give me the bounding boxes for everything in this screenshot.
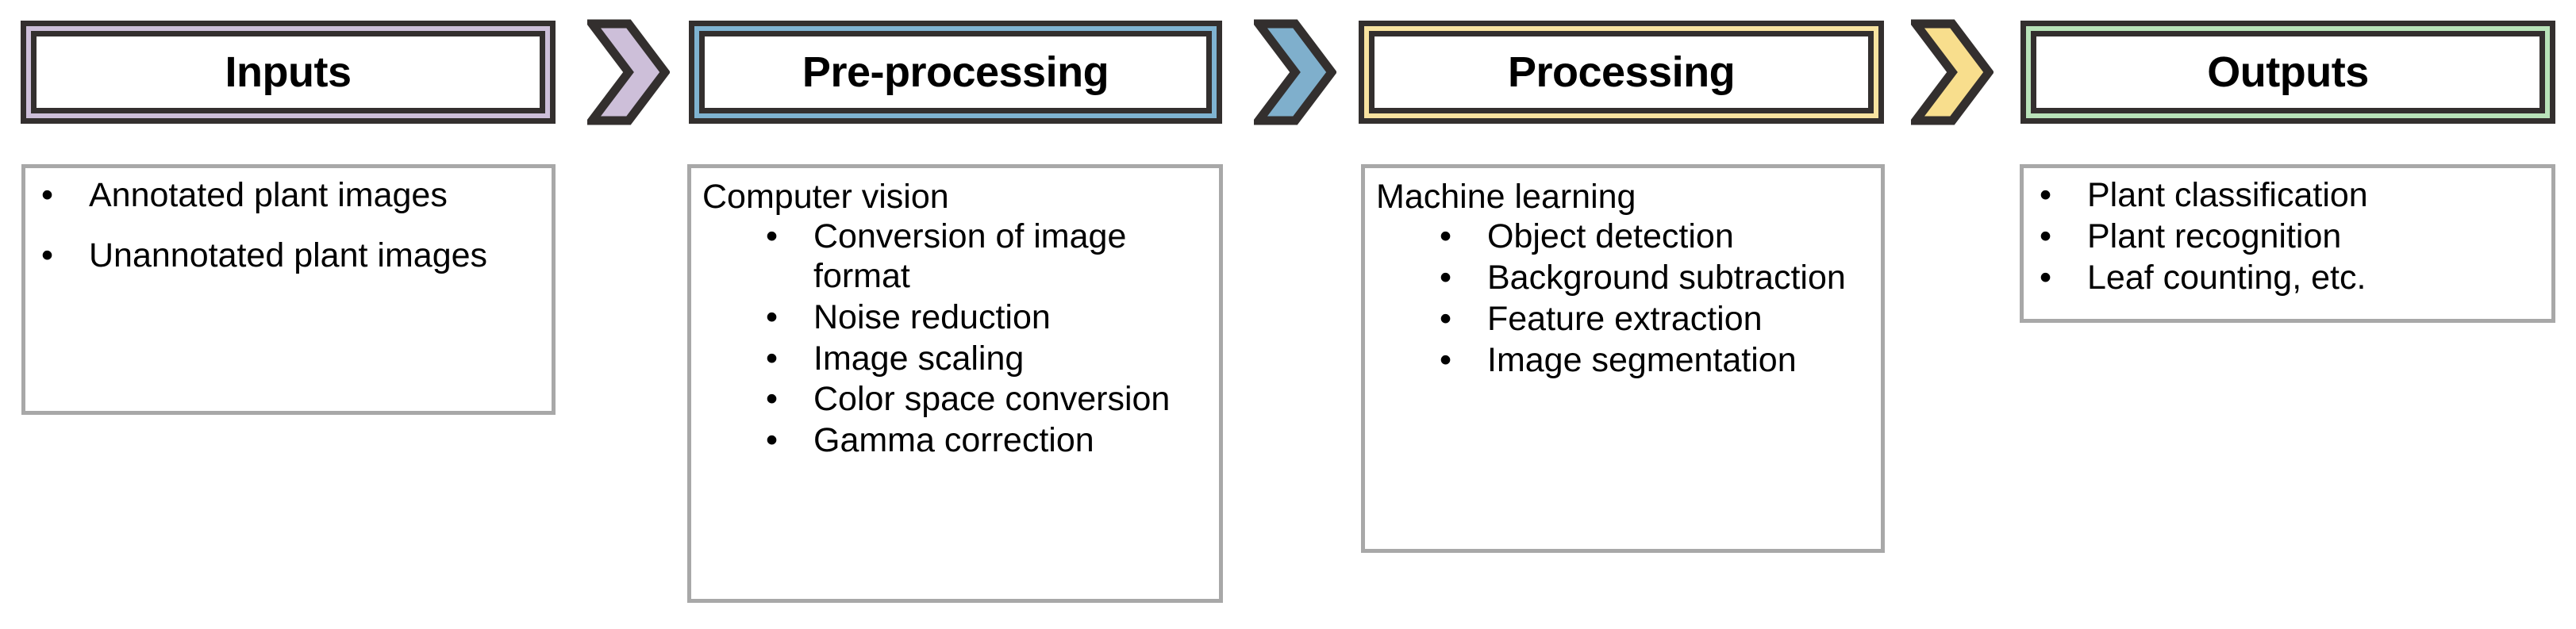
- bullet-list-pre-processing: • Conversion of image format • Noise red…: [761, 217, 1209, 461]
- bullet-list-outputs: • Plant classification • Plant recogniti…: [2035, 176, 2542, 298]
- list-item-label: Feature extraction: [1487, 299, 1763, 338]
- stage-header-accent-band-processing: Processing: [1364, 26, 1878, 118]
- list-item: • Plant classification: [2035, 176, 2542, 216]
- list-item: • Leaf counting, etc.: [2035, 259, 2542, 298]
- list-item-label: Color space conversion: [813, 380, 1171, 419]
- list-item: • Conversion of image format: [761, 217, 1209, 297]
- bullet-icon: •: [2040, 217, 2052, 255]
- arrow-processing-to-outputs: [1911, 19, 1994, 125]
- bullet-icon: •: [41, 236, 54, 274]
- list-item-label: Leaf counting, etc.: [2087, 258, 2366, 297]
- bullet-icon: •: [1440, 299, 1452, 338]
- bullet-icon: •: [1440, 258, 1452, 297]
- content-box-inputs: • Annotated plant images • Unannotated p…: [21, 164, 556, 415]
- list-item-label: Background subtraction: [1487, 258, 1846, 297]
- list-item: • Annotated plant images: [37, 176, 542, 216]
- bullet-icon: •: [2040, 258, 2052, 297]
- stage-title-pre-processing: Pre-processing: [802, 48, 1109, 96]
- stage-title-processing: Processing: [1507, 48, 1736, 96]
- bullet-icon: •: [766, 297, 779, 336]
- list-item-label: Gamma correction: [813, 421, 1094, 460]
- stage-title-outputs: Outputs: [2207, 48, 2369, 96]
- stage-title-inputs: Inputs: [225, 48, 352, 96]
- list-item: • Noise reduction: [761, 298, 1209, 338]
- list-item-label: Object detection: [1487, 217, 1734, 255]
- content-box-outputs: • Plant classification • Plant recogniti…: [2020, 164, 2555, 323]
- stage-header-accent-band-inputs: Inputs: [26, 26, 550, 118]
- list-item: • Object detection: [1435, 217, 1871, 257]
- stage-header-accent-band-pre-processing: Pre-processing: [694, 26, 1217, 118]
- list-item: • Gamma correction: [761, 421, 1209, 461]
- stage-header-accent-band-outputs: Outputs: [2026, 26, 2550, 118]
- stage-header-outputs: Outputs: [2020, 21, 2555, 124]
- stage-header-inputs: Inputs: [21, 21, 556, 124]
- stage-header-inner-inputs: Inputs: [31, 31, 545, 113]
- list-item: • Plant recognition: [2035, 217, 2542, 257]
- stage-header-inner-pre-processing: Pre-processing: [699, 31, 1212, 113]
- list-item-label: Image segmentation: [1487, 340, 1797, 379]
- list-item-label: Conversion of image format: [813, 217, 1127, 295]
- list-item: • Image scaling: [761, 339, 1209, 379]
- list-item: • Feature extraction: [1435, 300, 1871, 339]
- bullet-icon: •: [766, 421, 779, 460]
- bullet-icon: •: [1440, 340, 1452, 379]
- arrow-inputs-to-preprocessing: [587, 19, 670, 125]
- list-item-label: Plant classification: [2087, 176, 2368, 214]
- content-box-processing: Machine learning • Object detection • Ba…: [1361, 164, 1885, 553]
- list-item: • Background subtraction: [1435, 259, 1871, 298]
- list-item-label: Annotated plant images: [89, 176, 448, 214]
- list-item-label: Image scaling: [813, 339, 1025, 378]
- list-item-label: Unannotated plant images: [89, 236, 488, 274]
- list-item: • Unannotated plant images: [37, 236, 542, 276]
- bullet-icon: •: [766, 380, 779, 419]
- list-item-label: Noise reduction: [813, 297, 1051, 336]
- stage-header-inner-outputs: Outputs: [2031, 31, 2545, 113]
- bullet-list-processing: • Object detection • Background subtract…: [1435, 217, 1871, 381]
- bullet-icon: •: [2040, 176, 2052, 214]
- content-heading-processing: Machine learning: [1376, 178, 1636, 216]
- list-item: • Color space conversion: [761, 380, 1209, 420]
- bullet-icon: •: [41, 176, 54, 214]
- stage-header-processing: Processing: [1359, 21, 1884, 124]
- list-item-label: Plant recognition: [2087, 217, 2342, 255]
- bullet-list-inputs: • Annotated plant images • Unannotated p…: [37, 176, 542, 276]
- list-item: • Image segmentation: [1435, 341, 1871, 381]
- bullet-icon: •: [1440, 217, 1452, 255]
- content-box-pre-processing: Computer vision • Conversion of image fo…: [687, 164, 1223, 603]
- bullet-icon: •: [766, 217, 779, 255]
- bullet-icon: •: [766, 339, 779, 378]
- stage-header-pre-processing: Pre-processing: [689, 21, 1222, 124]
- content-heading-pre-processing: Computer vision: [702, 178, 949, 216]
- arrow-preprocessing-to-processing: [1254, 19, 1336, 125]
- stage-header-inner-processing: Processing: [1369, 31, 1874, 113]
